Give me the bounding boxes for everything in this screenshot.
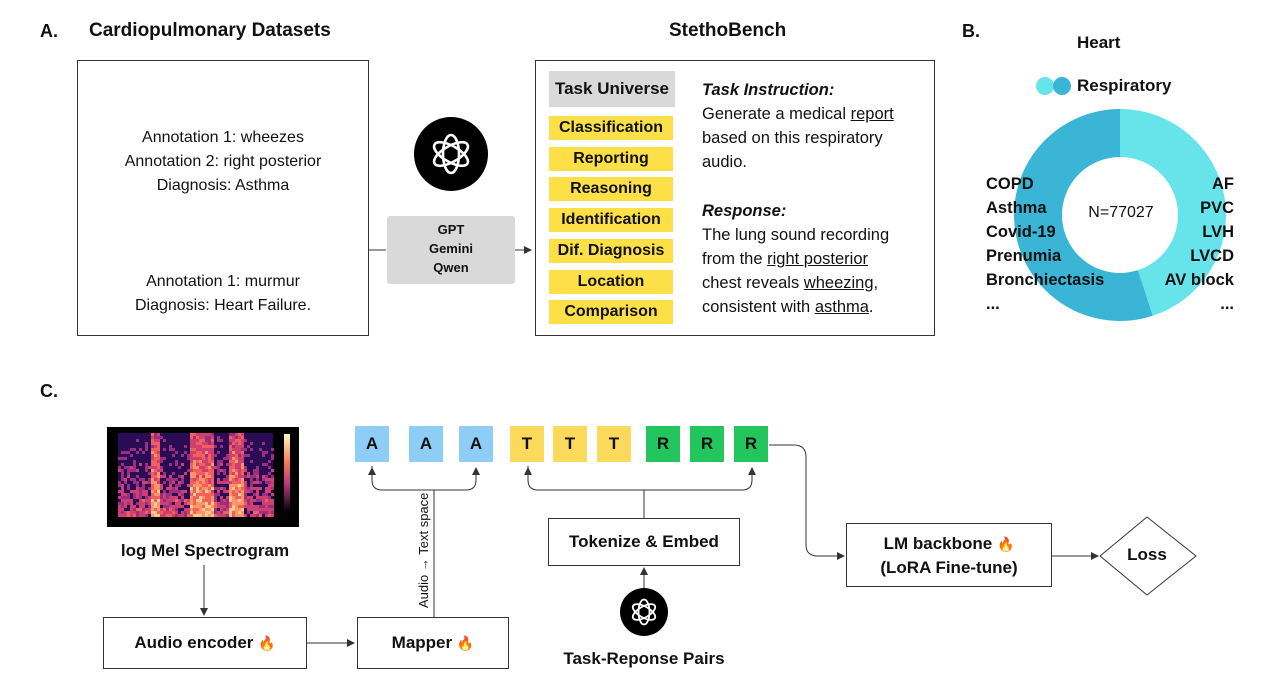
model-gpt: GPT (437, 222, 465, 237)
sample2-diagnosis: Diagnosis: Heart Failure. (134, 297, 312, 314)
resp-label-asthma: Asthma (986, 199, 1047, 217)
instruction-line2: based on this respiratory (702, 129, 883, 147)
section-b-label: B. (962, 21, 980, 41)
legend-respiratory: Respiratory (1077, 76, 1172, 95)
mapper-box: Mapper 🔥 (357, 617, 509, 669)
task-universe-label: Task Universe (549, 71, 675, 107)
text-token: T (597, 426, 631, 462)
heart-label-pvc: PVC (1200, 199, 1234, 217)
legend-swatch-heart (1036, 77, 1054, 95)
donut-slice-heart (1120, 109, 1226, 316)
task-classification: Classification (549, 116, 673, 140)
bracket-arrow (371, 466, 477, 491)
sample1-annotation2: Annotation 2: right posterior (124, 153, 322, 170)
stethobench-title: StethoBench (669, 20, 787, 41)
llm-logo-icon (414, 117, 488, 191)
sample2-annotation1: Annotation 1: murmur (146, 273, 300, 290)
model-qwen: Qwen (433, 260, 469, 275)
response-line1: The lung sound recording (702, 226, 890, 244)
spectrogram-image (107, 427, 299, 527)
task-location: Location (549, 270, 673, 294)
sample1-annotation1: Annotation 1: wheezes (142, 129, 304, 146)
datasets-panel (77, 60, 369, 336)
response-line4: consistent with asthma. (702, 298, 874, 316)
response-line2: from the right posterior (702, 250, 868, 268)
instruction-line1: Generate a medical report (702, 105, 894, 123)
heart-label-lvcd: LVCD (1190, 247, 1234, 265)
heart-label-more: ... (1220, 295, 1234, 313)
fire-icon: 🔥 (996, 536, 1015, 552)
datasets-title: Cardiopulmonary Datasets (89, 20, 331, 41)
llm-logo-icon (620, 588, 668, 636)
bracket-arrow (527, 466, 753, 491)
instruction-label: Task Instruction: (702, 81, 835, 99)
task-identification: Identification (549, 208, 673, 232)
response-label: Response: (702, 202, 787, 220)
loss-label: Loss (1127, 545, 1167, 564)
section-a-label: A. (40, 21, 58, 41)
legend-swatch-respiratory (1053, 77, 1071, 95)
audio-token: A (355, 426, 389, 462)
donut-chart (1014, 109, 1226, 321)
response-token: R (734, 426, 768, 462)
heart-label-af: AF (1212, 175, 1234, 193)
sample1-diagnosis: Diagnosis: Asthma (156, 177, 290, 194)
resp-label-prenumia: Prenumia (986, 247, 1062, 265)
fire-icon: 🔥 (456, 635, 475, 651)
donut-slice-respiratory (1014, 109, 1153, 321)
instruction-line3: audio. (702, 153, 747, 171)
donut-center-text: N=77027 (1088, 204, 1154, 221)
legend-heart: Heart (1077, 33, 1121, 52)
resp-label-covid: Covid-19 (986, 223, 1056, 241)
heart-label-avblock: AV block (1164, 271, 1234, 289)
model-gemini: Gemini (428, 241, 474, 256)
audio-token: A (459, 426, 493, 462)
section-c-label: C. (40, 381, 58, 401)
tokenize-embed-box: Tokenize & Embed (548, 518, 740, 566)
text-token: T (510, 426, 544, 462)
llm-models-box: GPT Gemini Qwen (387, 216, 515, 284)
task-dif-diagnosis: Dif. Diagnosis (549, 239, 673, 263)
spectrogram-label: log Mel Spectrogram (120, 541, 290, 560)
task-comparison: Comparison (549, 300, 673, 324)
resp-label-copd: COPD (986, 175, 1034, 193)
response-token: R (646, 426, 680, 462)
loss-diamond (1099, 516, 1197, 596)
task-reporting: Reporting (549, 147, 673, 171)
arrow (769, 444, 845, 560)
task-pairs-label: Task-Reponse Pairs (563, 649, 725, 668)
task-reasoning: Reasoning (549, 177, 673, 201)
lm-backbone-box: LM backbone 🔥 (LoRA Fine-tune) (846, 523, 1052, 587)
mapper-arrow-label: Audio → Text space (416, 492, 431, 608)
response-token: R (690, 426, 724, 462)
resp-label-bronchiectasis: Bronchiectasis (986, 271, 1105, 289)
fire-icon: 🔥 (258, 635, 276, 651)
resp-label-more: ... (986, 295, 1000, 313)
response-line3: chest reveals wheezing, (702, 274, 879, 292)
text-token: T (553, 426, 587, 462)
heart-label-lvh: LVH (1202, 223, 1234, 241)
audio-encoder-box: Audio encoder 🔥 (103, 617, 307, 669)
audio-token: A (409, 426, 443, 462)
